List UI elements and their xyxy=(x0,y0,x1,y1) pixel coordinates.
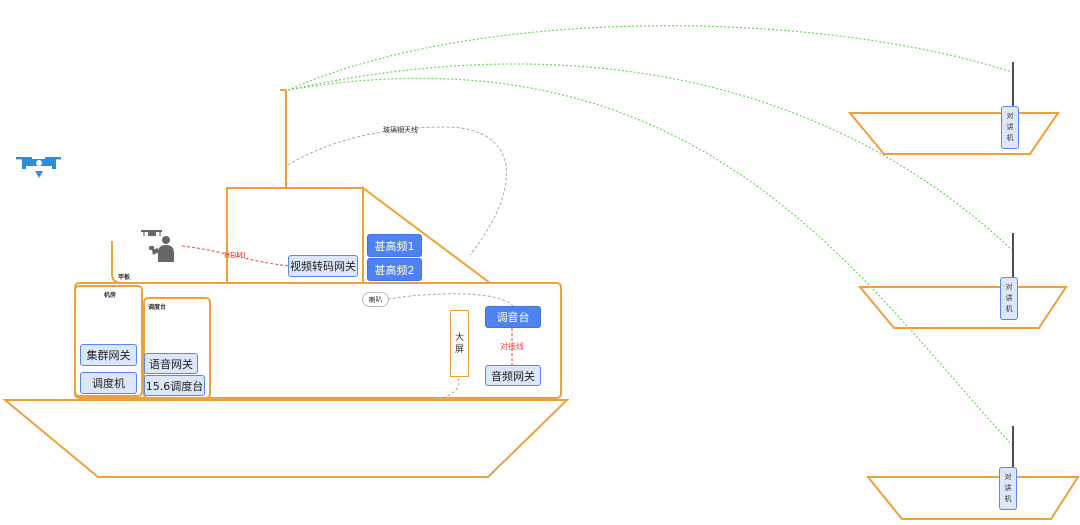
ship-hull xyxy=(2,399,570,478)
ship-bridge-slope xyxy=(362,186,494,284)
video-gateway-node[interactable]: 视频转码网关 xyxy=(288,255,358,277)
walkie-talkie-boat-3[interactable]: 对 讲 机 xyxy=(999,467,1017,510)
mixer-node[interactable]: 调音台 xyxy=(485,306,541,328)
walkie-talkie-boat-2[interactable]: 对 讲 机 xyxy=(1000,277,1018,320)
drone-operator-icon xyxy=(141,230,174,262)
walkie-talkie-char: 机 xyxy=(1006,134,1014,142)
antenna-cable xyxy=(287,126,507,256)
walkie-talkie-char: 机 xyxy=(1005,305,1013,313)
dispatch-room-label: 调度台 xyxy=(148,304,167,311)
ship-bow-rail xyxy=(111,241,123,284)
walkie-talkie-char: 讲 xyxy=(1005,294,1013,302)
wireless-link-boat-3 xyxy=(287,77,1013,446)
cluster-gateway-node[interactable]: 集群网关 xyxy=(80,344,137,366)
dispatch-room-box xyxy=(143,297,211,399)
speaker-bubble[interactable]: 喇叭 xyxy=(362,292,389,307)
dispatch-desk-15-6-node[interactable]: 15.6调度台 xyxy=(144,375,205,396)
walkie-talkie-char: 对 xyxy=(1006,112,1014,120)
wireless-link-boat-2 xyxy=(287,63,1013,251)
patch-cable-label: 对接线 xyxy=(500,342,524,351)
drone-icon xyxy=(16,157,61,178)
hdmi-label: HDMI xyxy=(224,251,246,260)
remote-boat-3-hull xyxy=(865,476,1080,520)
speaker-label: 喇叭 xyxy=(368,295,383,304)
walkie-talkie-char: 讲 xyxy=(1006,123,1014,131)
big-screen-char: 大 xyxy=(454,332,464,343)
big-screen-char: 屏 xyxy=(454,344,464,355)
walkie-talkie-char: 讲 xyxy=(1004,484,1012,492)
remote-boat-2-hull xyxy=(857,286,1068,329)
deck-label: 甲板 xyxy=(118,274,131,281)
vhf2-node[interactable]: 甚高频2 xyxy=(367,258,422,281)
hdmi-link xyxy=(181,245,291,267)
antenna-label: 玻璃钢天线 xyxy=(383,126,418,134)
speaker-link xyxy=(387,293,514,307)
walkie-talkie-boat-1[interactable]: 对 讲 机 xyxy=(1001,106,1019,149)
remote-boat-1-hull xyxy=(847,112,1060,155)
machine-room-box xyxy=(74,285,143,397)
walkie-talkie-char: 对 xyxy=(1004,473,1012,481)
vhf1-node[interactable]: 甚高频1 xyxy=(367,234,422,257)
dispatcher-node[interactable]: 调度机 xyxy=(80,372,137,394)
big-screen-node[interactable]: 大 屏 xyxy=(450,310,469,377)
antenna-mast xyxy=(280,89,287,188)
wireless-link-boat-1 xyxy=(287,25,1013,91)
screen-link xyxy=(437,377,460,400)
walkie-talkie-char: 机 xyxy=(1004,495,1012,503)
audio-gateway-node[interactable]: 音频网关 xyxy=(485,365,541,386)
walkie-talkie-char: 对 xyxy=(1005,283,1013,291)
machine-room-label: 机房 xyxy=(104,292,117,299)
voice-gateway-node[interactable]: 语音网关 xyxy=(144,353,198,374)
